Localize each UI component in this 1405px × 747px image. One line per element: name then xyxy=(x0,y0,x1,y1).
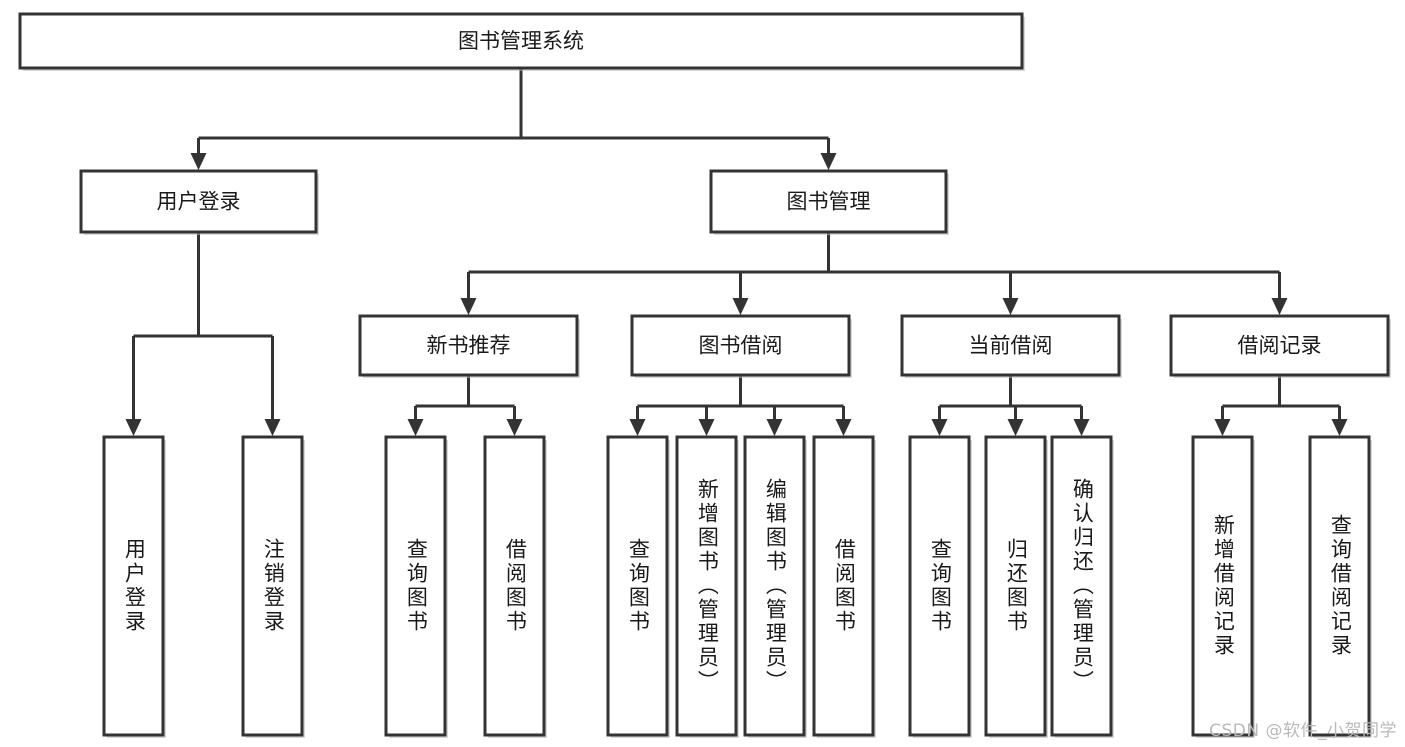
arrow-head-icon xyxy=(766,419,783,436)
node-box[interactable] xyxy=(1308,435,1371,737)
node-label: 当前借阅 xyxy=(969,334,1053,358)
node-leaf-borrow-book-1[interactable] xyxy=(483,435,547,738)
arrow-head-icon xyxy=(732,298,749,315)
node-box[interactable] xyxy=(908,435,971,737)
node-leaf-add-book[interactable] xyxy=(675,435,739,738)
arrow-head-icon xyxy=(1073,419,1090,436)
connector-layer xyxy=(125,68,1348,436)
node-label: 新书推荐 xyxy=(427,334,511,358)
node-leaf-logout[interactable] xyxy=(241,435,305,738)
node-borrow-record[interactable]: 借阅记录 xyxy=(1169,314,1391,378)
arrow-head-icon xyxy=(190,153,207,170)
node-box[interactable] xyxy=(1050,435,1113,737)
node-label: 图书管理系统 xyxy=(458,29,584,53)
arrow-head-icon xyxy=(931,419,948,436)
node-box[interactable] xyxy=(743,435,806,737)
node-box[interactable] xyxy=(102,435,165,737)
node-current-borrow[interactable]: 当前借阅 xyxy=(900,314,1122,378)
node-box[interactable] xyxy=(984,435,1047,737)
node-root[interactable]: 图书管理系统 xyxy=(18,12,1025,71)
node-box[interactable] xyxy=(358,314,579,377)
node-box[interactable] xyxy=(79,169,318,234)
node-leaf-user-login[interactable] xyxy=(102,435,166,738)
node-box[interactable] xyxy=(709,169,948,234)
watermark-text: CSDN @软件_小贺同学 xyxy=(1209,721,1397,741)
node-book-manage[interactable]: 图书管理 xyxy=(709,169,949,235)
node-box[interactable] xyxy=(241,435,304,737)
arrow-head-icon xyxy=(1007,419,1024,436)
node-user-login[interactable]: 用户登录 xyxy=(79,169,319,235)
arrow-head-icon xyxy=(1331,419,1348,436)
node-label: 图书管理 xyxy=(787,190,871,214)
node-label: 图书借阅 xyxy=(699,334,783,358)
arrow-head-icon xyxy=(629,419,646,436)
arrow-head-icon xyxy=(460,298,477,315)
node-label: 借阅记录 xyxy=(1238,334,1322,358)
arrow-head-icon xyxy=(1271,298,1288,315)
node-box[interactable] xyxy=(18,12,1024,70)
node-leaf-edit-book[interactable] xyxy=(743,435,807,738)
node-new-book-rec[interactable]: 新书推荐 xyxy=(358,314,580,378)
arrow-head-icon xyxy=(820,153,837,170)
node-leaf-query-book-1[interactable] xyxy=(384,435,448,738)
node-box[interactable] xyxy=(900,314,1121,377)
node-box[interactable] xyxy=(812,435,875,737)
arrow-head-icon xyxy=(125,419,142,436)
node-leaf-query-book-2[interactable] xyxy=(606,435,670,738)
arrow-head-icon xyxy=(1214,419,1231,436)
node-leaf-query-record[interactable] xyxy=(1308,435,1372,738)
node-leaf-confirm-return[interactable] xyxy=(1050,435,1114,738)
node-box[interactable] xyxy=(1169,314,1390,377)
node-book-borrow[interactable]: 图书借阅 xyxy=(630,314,852,378)
node-leaf-add-record[interactable] xyxy=(1191,435,1255,738)
node-label: 用户登录 xyxy=(157,190,241,214)
node-box[interactable] xyxy=(606,435,669,737)
node-box[interactable] xyxy=(483,435,546,737)
arrow-head-icon xyxy=(264,419,281,436)
arrow-head-icon xyxy=(1002,298,1019,315)
arrow-head-icon xyxy=(835,419,852,436)
arrow-head-icon xyxy=(506,419,523,436)
node-box[interactable] xyxy=(1191,435,1254,737)
node-leaf-query-book-3[interactable] xyxy=(908,435,972,738)
node-leaf-borrow-book-2[interactable] xyxy=(812,435,876,738)
arrow-head-icon xyxy=(407,419,424,436)
node-box[interactable] xyxy=(675,435,738,737)
node-box[interactable] xyxy=(630,314,851,377)
node-leaf-return-book[interactable] xyxy=(984,435,1048,738)
node-box[interactable] xyxy=(384,435,447,737)
arrow-head-icon xyxy=(698,419,715,436)
